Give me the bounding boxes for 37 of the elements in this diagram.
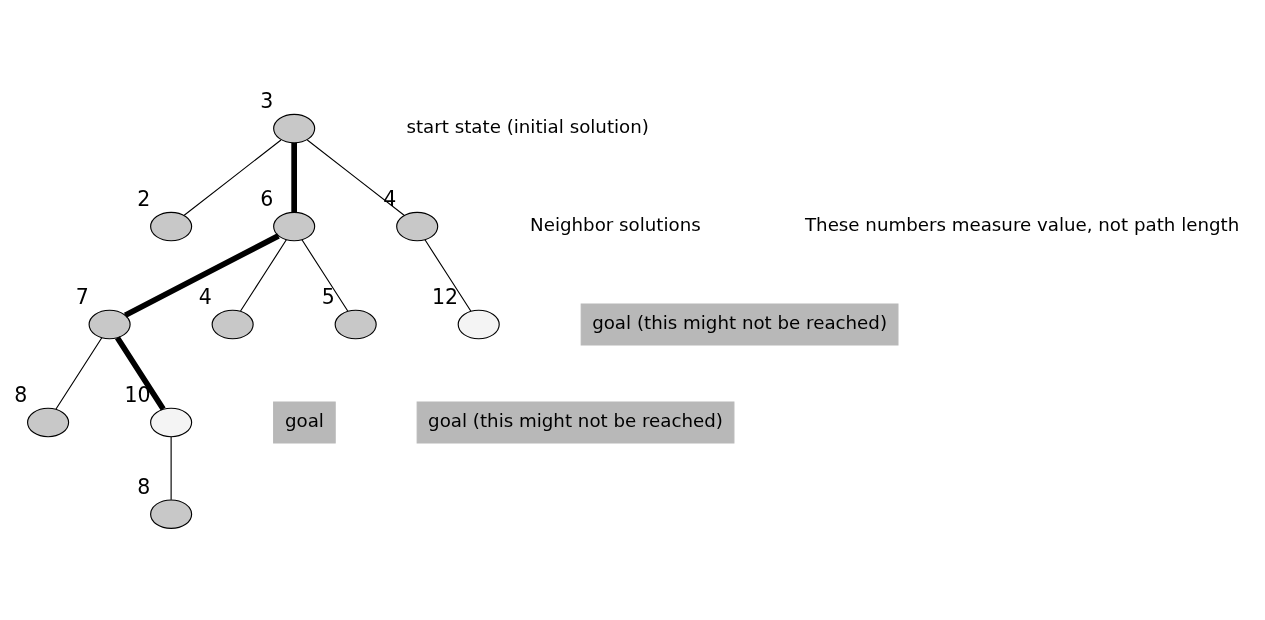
- connector: [424, 239, 472, 312]
- node-label: 4: [198, 284, 212, 309]
- node-ellipse: [334, 309, 377, 340]
- node-label: 6: [260, 186, 274, 211]
- connector: [183, 139, 282, 216]
- node-ellipse: [211, 309, 254, 340]
- connector: [306, 139, 405, 216]
- connector: [240, 239, 287, 312]
- node-label: 2: [137, 186, 151, 211]
- node-ellipse: [273, 211, 316, 242]
- connector: [124, 233, 280, 318]
- node-ellipse: [150, 407, 193, 438]
- node-ellipse: [27, 407, 70, 438]
- node-label: 5: [321, 284, 335, 309]
- connector: [301, 239, 349, 312]
- connector: [55, 337, 103, 410]
- node-ellipse: [88, 309, 131, 340]
- node-ellipse: [273, 113, 316, 144]
- label: Neighbor solutions: [530, 213, 701, 235]
- label: start state (initial solution): [406, 115, 649, 137]
- node-label: 8: [137, 474, 151, 499]
- connector: [170, 436, 172, 501]
- node-box: goal: [273, 401, 336, 444]
- node-label: 7: [75, 284, 89, 309]
- node-label: 8: [14, 382, 28, 407]
- connector: [291, 143, 297, 213]
- node-label: 3: [260, 88, 274, 113]
- node-box: goal (this might not be reached): [416, 401, 735, 444]
- node-ellipse: [150, 211, 193, 242]
- node-label: 12: [432, 284, 459, 309]
- node-label: 10: [124, 382, 151, 407]
- connector: [115, 336, 166, 411]
- node-ellipse: [150, 499, 193, 529]
- node-ellipse: [457, 309, 500, 340]
- node-ellipse: [396, 211, 439, 242]
- node-box: goal (this might not be reached): [580, 303, 899, 346]
- label: These numbers measure value, not path length: [804, 213, 1240, 235]
